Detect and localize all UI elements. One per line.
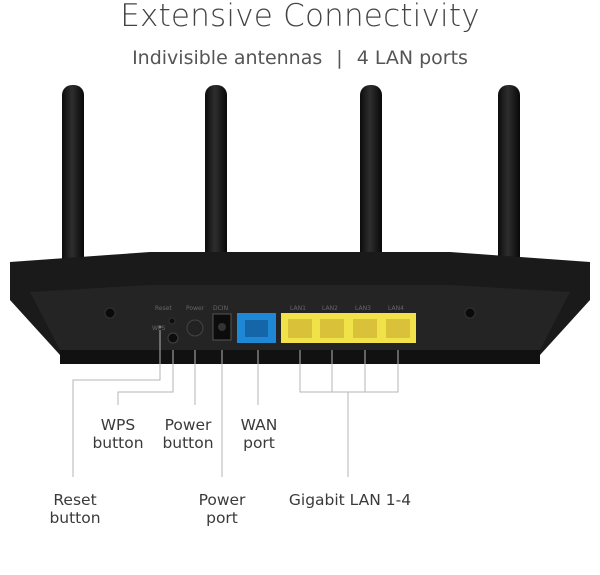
router-label-lan4: LAN4 xyxy=(388,305,404,312)
subtitle-separator: | xyxy=(336,47,343,69)
router-label-dcin: DCIN xyxy=(213,305,228,312)
subtitle-antennas: Indivisible antennas xyxy=(132,47,323,69)
callout-line: port xyxy=(206,509,238,527)
antenna-3 xyxy=(360,85,382,285)
callout-line: WAN xyxy=(240,416,278,434)
callout-line: port xyxy=(243,434,275,452)
callout-line: button xyxy=(162,434,214,452)
callout-line: WPS xyxy=(100,416,136,434)
leader-lines xyxy=(72,330,399,477)
router-label-power: Power xyxy=(186,305,205,312)
router-label-lan1: LAN1 xyxy=(290,305,306,312)
lan-port-1 xyxy=(288,319,312,338)
subtitle: Indivisible antennas | 4 LAN ports xyxy=(0,47,600,69)
antenna-2 xyxy=(205,85,227,285)
lan-port-3 xyxy=(353,319,377,338)
callout-line: button xyxy=(92,434,144,452)
wps-led xyxy=(168,317,176,325)
router-label-lan3: LAN3 xyxy=(355,305,371,312)
lan-leader xyxy=(299,350,399,393)
callout-line: Reset xyxy=(53,491,97,509)
router-label-lan2: LAN2 xyxy=(322,305,338,312)
subtitle-lan: 4 LAN ports xyxy=(356,47,468,69)
callout-gigabit-lan: Gigabit LAN 1-4 xyxy=(288,491,412,509)
reset-leader xyxy=(72,330,161,477)
router-body xyxy=(10,252,590,364)
power-button xyxy=(186,319,204,337)
callout-line: Power xyxy=(164,416,212,434)
wps-leader xyxy=(117,350,174,405)
reset-pinhole xyxy=(158,325,162,329)
callout-line: button xyxy=(49,509,101,527)
lan-port-4 xyxy=(386,319,410,338)
callout-line: Power xyxy=(198,491,246,509)
wps-button xyxy=(167,332,179,344)
lan-port-2 xyxy=(320,319,344,338)
router-label-reset: Reset xyxy=(155,305,172,312)
page-title: Extensive Connectivity xyxy=(120,0,480,34)
router-label-wps: WPS xyxy=(152,325,166,332)
